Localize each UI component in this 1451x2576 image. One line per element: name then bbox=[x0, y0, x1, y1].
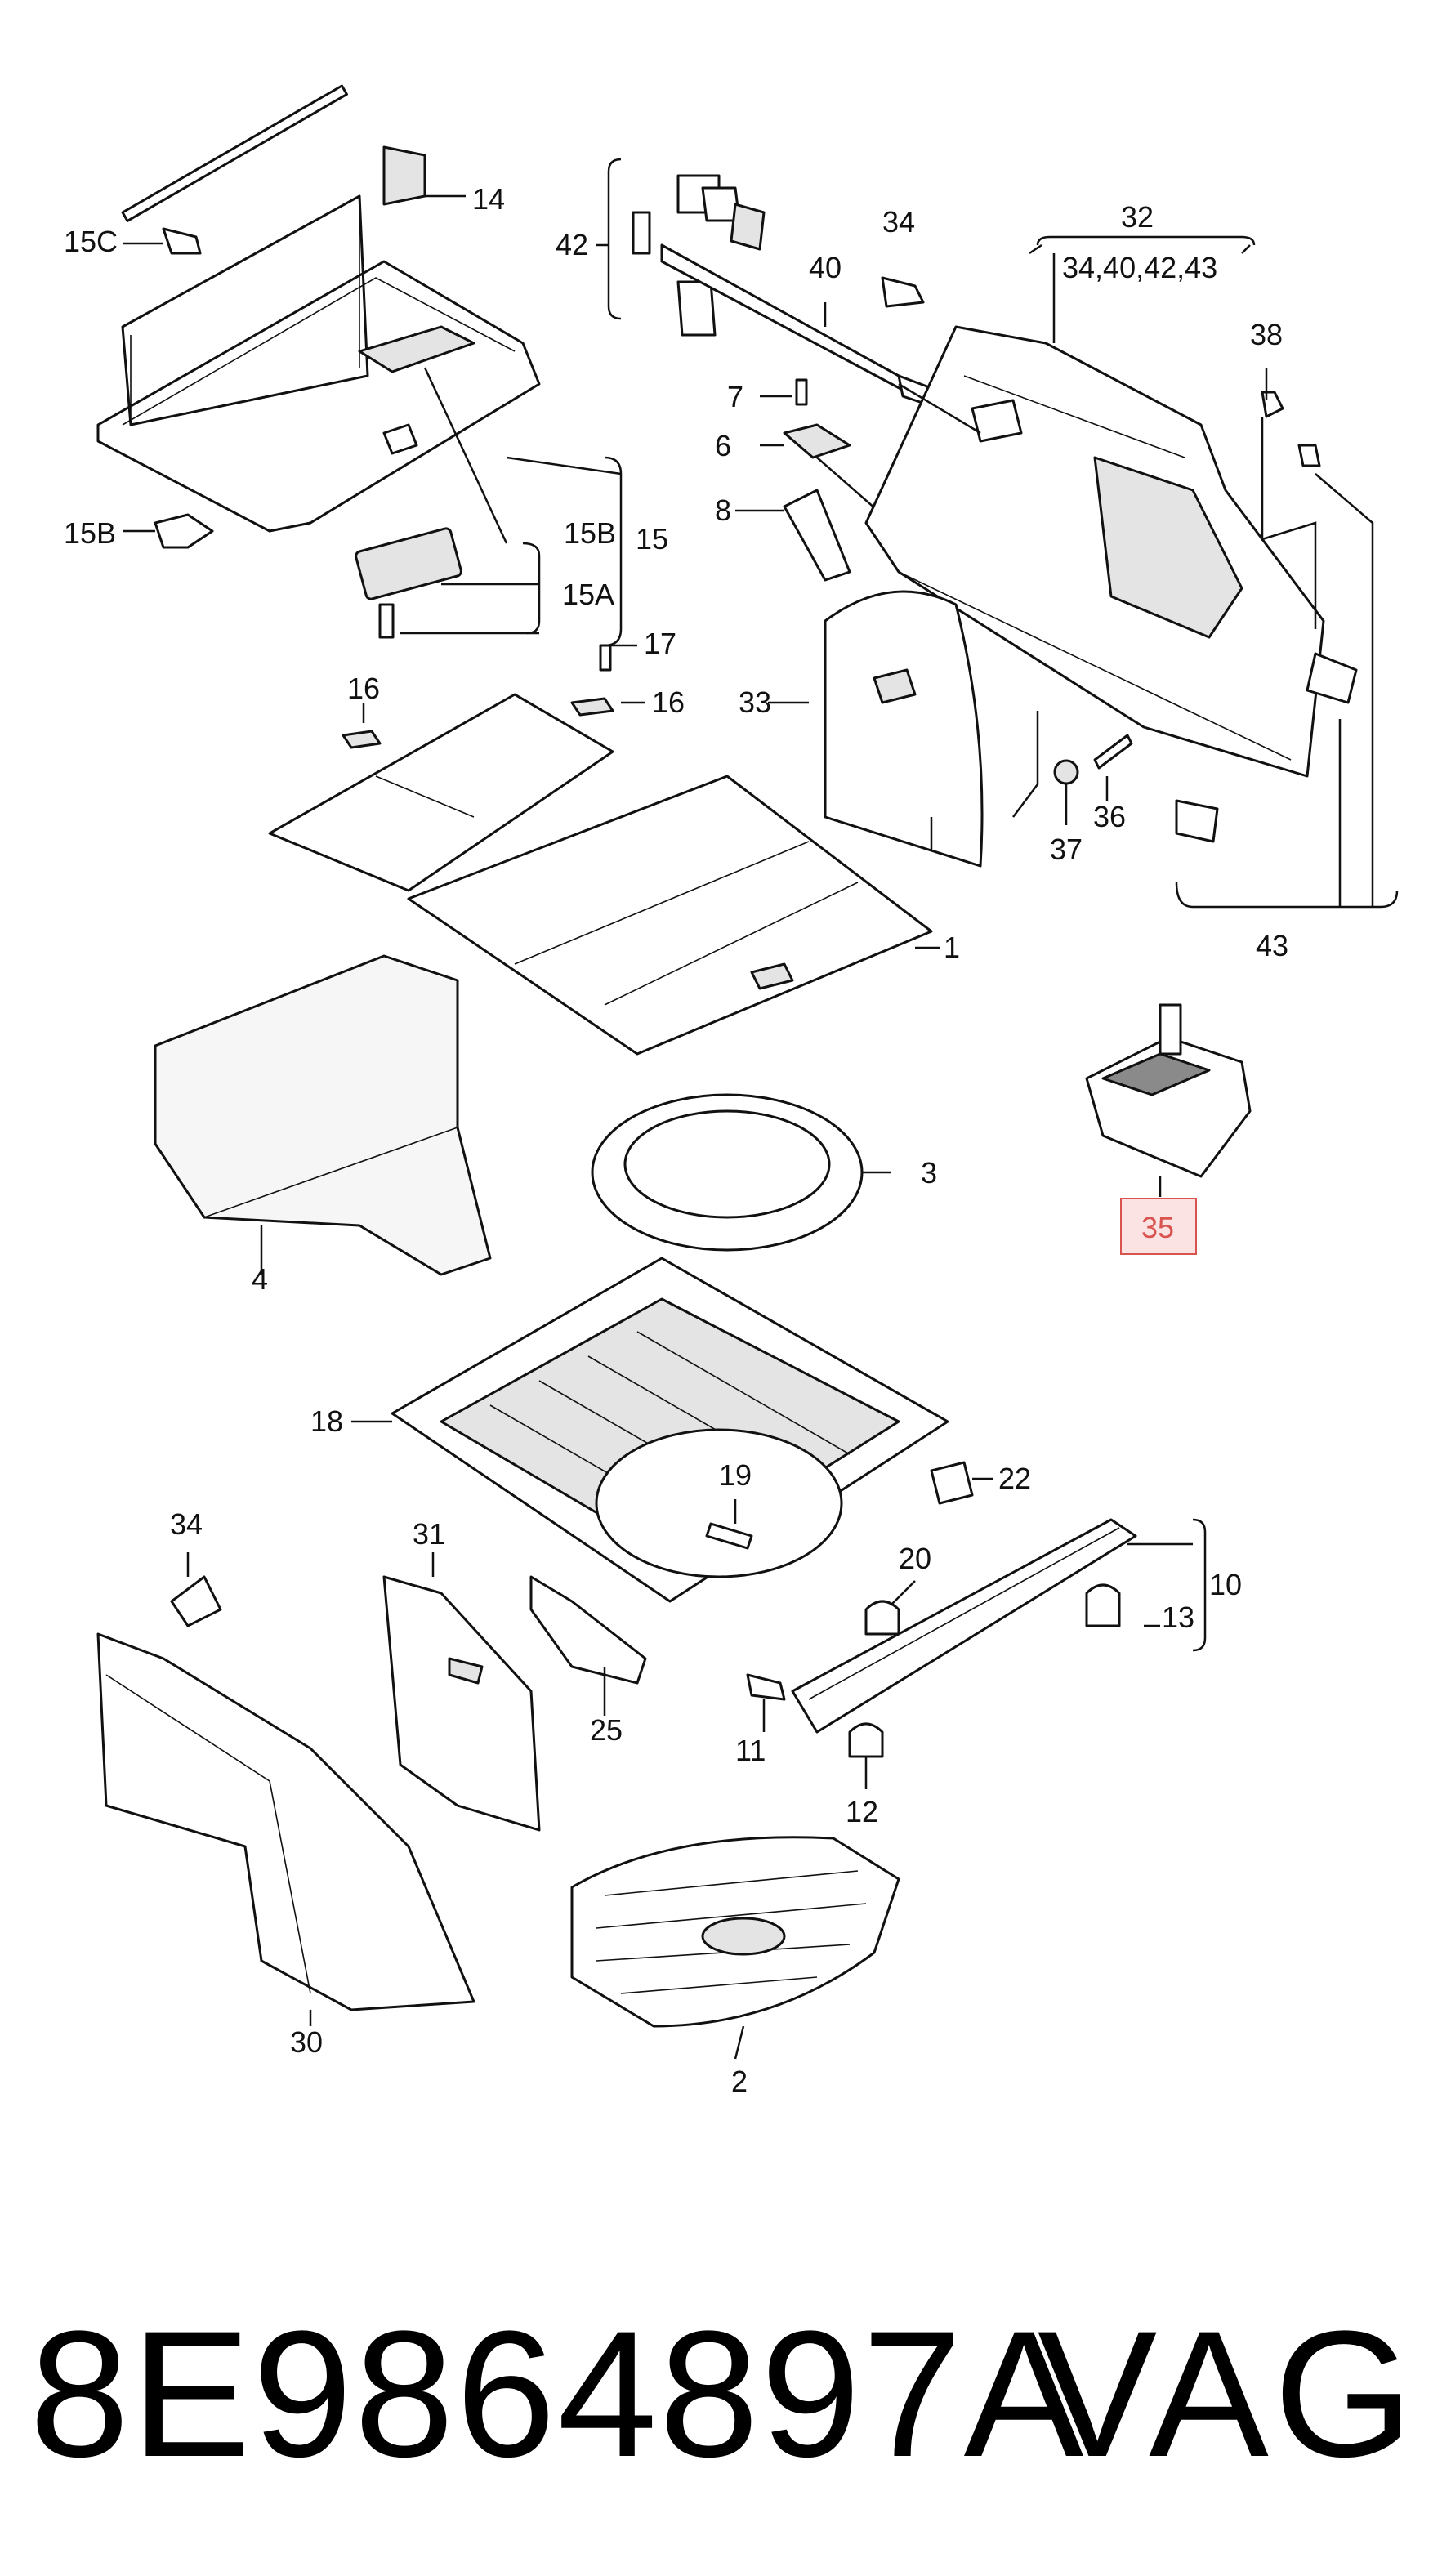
fasteners-16-17 bbox=[342, 644, 645, 749]
label-8: 8 bbox=[715, 493, 731, 527]
clips-19-20-22 bbox=[705, 1461, 993, 1636]
trim-strip-25 bbox=[529, 1575, 647, 1716]
label-1: 1 bbox=[944, 931, 960, 964]
label-20: 20 bbox=[899, 1542, 931, 1575]
label-15: 15 bbox=[636, 522, 668, 556]
label-6: 6 bbox=[715, 429, 731, 462]
label-34-bottom: 34 bbox=[170, 1507, 203, 1541]
clip-34-lower bbox=[170, 1552, 222, 1627]
label-17: 17 bbox=[644, 627, 676, 660]
label-15B: 15B bbox=[64, 516, 116, 550]
label-14: 14 bbox=[472, 182, 505, 216]
label-15C: 15C bbox=[64, 225, 118, 258]
spare-wheel-ring-3 bbox=[591, 1093, 891, 1252]
cover-clips-42 bbox=[596, 158, 766, 337]
label-18: 18 bbox=[310, 1404, 343, 1438]
floor-mat-4 bbox=[154, 954, 492, 1276]
label-34-top: 34 bbox=[882, 205, 915, 239]
label-32: 32 bbox=[1121, 200, 1154, 234]
label-3: 3 bbox=[921, 1156, 937, 1190]
luggage-cover-assembly bbox=[96, 84, 541, 549]
floor-panel-1 bbox=[268, 693, 940, 1056]
brand-name: VAG bbox=[1037, 2293, 1418, 2494]
part-number: 8E9864897A bbox=[29, 2293, 1086, 2494]
label-31: 31 bbox=[413, 1517, 445, 1551]
label-7: 7 bbox=[727, 380, 743, 413]
part-labels: 14 15C 15B 15B 15 15A 16 16 17 42 40 34 … bbox=[64, 182, 1288, 2098]
label-30: 30 bbox=[290, 2025, 323, 2059]
wheel-arch-trim-30 bbox=[96, 1632, 475, 2026]
label-38: 38 bbox=[1250, 318, 1283, 351]
label-25: 25 bbox=[590, 1713, 623, 1747]
cover-flap-33 bbox=[824, 590, 984, 868]
label-16-right: 16 bbox=[652, 685, 685, 719]
label-32-sub: 34,40,42,43 bbox=[1062, 251, 1217, 284]
sill-trim-10 bbox=[746, 1518, 1207, 1789]
floor-mat-2 bbox=[570, 1836, 900, 2060]
footer-caption: 8E9864897A VAG bbox=[0, 2255, 1451, 2533]
label-15B-brace: 15B bbox=[564, 516, 616, 550]
label-4: 4 bbox=[252, 1262, 268, 1296]
label-35: 35 bbox=[1141, 1211, 1174, 1244]
label-12: 12 bbox=[846, 1795, 878, 1828]
label-13: 13 bbox=[1162, 1601, 1194, 1634]
highlight-box-35 bbox=[1120, 1198, 1197, 1255]
label-36: 36 bbox=[1093, 800, 1126, 833]
label-37: 37 bbox=[1050, 833, 1083, 866]
label-22: 22 bbox=[998, 1462, 1031, 1495]
trim-panel-31 bbox=[382, 1552, 541, 1832]
label-2: 2 bbox=[731, 2065, 748, 2098]
label-15A: 15A bbox=[562, 578, 614, 611]
label-11: 11 bbox=[735, 1734, 766, 1767]
floor-tray-18 bbox=[351, 1257, 949, 1603]
label-33: 33 bbox=[739, 685, 771, 719]
leader-lines-top-left bbox=[123, 194, 623, 647]
parts-exploded-diagram: 14 15C 15B 15B 15 15A 16 16 17 42 40 34 … bbox=[64, 84, 1399, 2098]
label-19: 19 bbox=[719, 1458, 752, 1492]
label-42: 42 bbox=[556, 228, 588, 261]
plug-36-37 bbox=[1053, 734, 1133, 785]
label-16-left: 16 bbox=[347, 672, 380, 705]
luggage-cover-handle bbox=[355, 527, 462, 639]
side-trim-panel-32 bbox=[864, 276, 1358, 843]
label-10: 10 bbox=[1209, 1568, 1242, 1601]
bracket-6-7-8 bbox=[735, 378, 883, 582]
leader-lines-right bbox=[768, 235, 1399, 909]
label-43: 43 bbox=[1256, 929, 1288, 962]
label-40: 40 bbox=[809, 251, 842, 284]
storage-compartment-35 bbox=[1085, 1003, 1252, 1197]
